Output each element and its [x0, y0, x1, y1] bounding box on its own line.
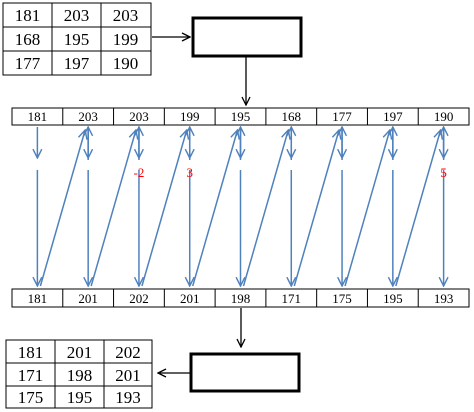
- output-sequence-cell: 195: [383, 291, 403, 306]
- difference-label: 5: [440, 165, 447, 180]
- input-grid-cell: 177: [15, 54, 41, 73]
- output-grid-cell: 201: [115, 366, 141, 385]
- output-sequence-cell: 198: [231, 291, 251, 306]
- processing-arrows: [37, 127, 443, 286]
- input-grid-table: [2, 2, 152, 76]
- output-grid-cell: 175: [18, 388, 44, 407]
- output-sequence-cell: 201: [180, 291, 200, 306]
- diagonal-arrow: [344, 130, 390, 287]
- diagonal-arrow: [90, 130, 136, 287]
- output-sequence-cell: 171: [282, 291, 302, 306]
- input-grid-cell: 168: [15, 30, 41, 49]
- input-sequence-cell: 168: [282, 109, 302, 124]
- input-sequence-cell: 203: [78, 109, 98, 124]
- diagonal-arrow: [293, 130, 339, 287]
- output-grid-cell: 198: [67, 366, 93, 385]
- diagonal-arrow: [39, 130, 85, 287]
- input-grid-cell: 190: [113, 54, 139, 73]
- input-grid-cell: 197: [64, 54, 90, 73]
- output-grid-cell: 202: [115, 343, 141, 362]
- output-grid-cell: 201: [67, 343, 93, 362]
- input-sequence-cell: 190: [434, 109, 454, 124]
- output-grid-cell: 193: [115, 388, 141, 407]
- input-sequence-row: [11, 107, 470, 126]
- input-sequence-cell: 181: [28, 109, 48, 124]
- input-sequence-cell: 177: [332, 109, 352, 124]
- input-grid-cell: 181: [15, 6, 41, 25]
- output-sequence-cell: 181: [28, 291, 48, 306]
- output-grid-cell: 195: [67, 388, 93, 407]
- output-grid-cell: 171: [18, 366, 44, 385]
- input-sequence-cell: 203: [129, 109, 149, 124]
- output-sequence-cell: 202: [129, 291, 149, 306]
- input-sequence-cell: 197: [383, 109, 403, 124]
- bottom-process-box: [189, 352, 301, 393]
- output-sequence-row: [11, 288, 470, 308]
- output-grid-cell: 181: [18, 343, 44, 362]
- diagonal-arrow: [242, 130, 289, 287]
- difference-label: -2: [134, 165, 145, 180]
- diagonal-arrow: [395, 130, 441, 287]
- diagonal-arrow: [141, 130, 187, 287]
- output-grid-table: [5, 339, 153, 409]
- output-sequence-cell: 175: [332, 291, 352, 306]
- top-process-box: [191, 16, 303, 58]
- difference-label: 3: [186, 165, 193, 180]
- input-grid-cell: 199: [113, 30, 139, 49]
- output-sequence-cell: 193: [434, 291, 454, 306]
- input-sequence-cell: 199: [180, 109, 200, 124]
- input-grid-cell: 195: [64, 30, 90, 49]
- input-sequence-cell: 195: [231, 109, 251, 124]
- input-grid-cell: 203: [113, 6, 139, 25]
- diagonal-arrow: [192, 130, 238, 287]
- input-grid-cell: 203: [64, 6, 90, 25]
- output-sequence-cell: 201: [78, 291, 98, 306]
